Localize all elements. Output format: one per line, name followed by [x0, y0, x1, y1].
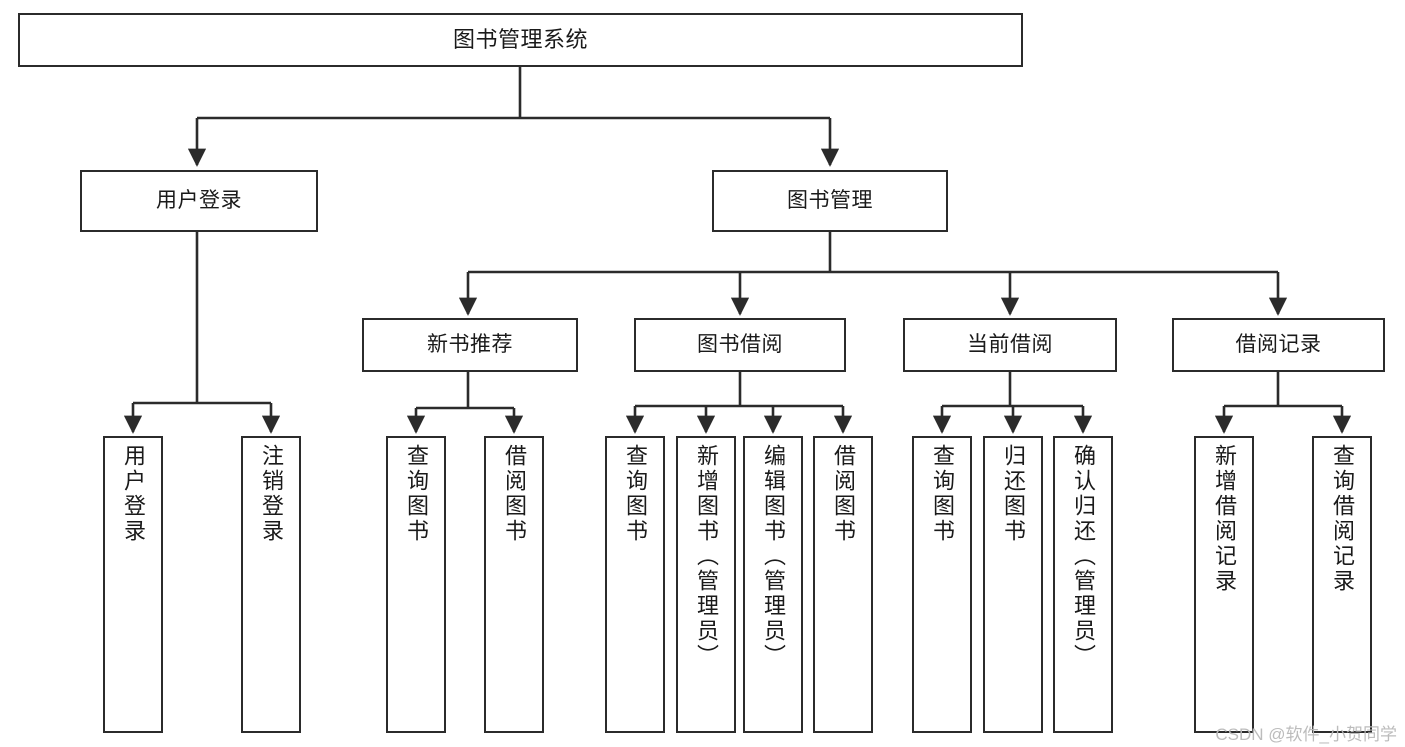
watermark: CSDN @软件_小贺同学: [1215, 725, 1397, 744]
leaf-borrow-book[interactable]: 借阅图书: [813, 436, 873, 733]
node-label: 查询借阅记录: [1330, 444, 1355, 594]
leaf-user-login[interactable]: 用户登录: [103, 436, 163, 733]
leaf-query-book-current[interactable]: 查询图书: [912, 436, 972, 733]
node-label: 用户登录: [156, 188, 242, 212]
node-label: 新增借阅记录: [1212, 444, 1237, 594]
node-label: 查询图书: [930, 444, 955, 544]
node-label: 新增图书（管理员）: [694, 444, 719, 669]
node-book-borrow[interactable]: 图书借阅: [634, 318, 846, 372]
node-label: 查询图书: [404, 444, 429, 544]
node-book-management[interactable]: 图书管理: [712, 170, 948, 232]
node-label: 查询图书: [623, 444, 648, 544]
node-current-borrow[interactable]: 当前借阅: [903, 318, 1117, 372]
node-label: 用户登录: [121, 444, 146, 544]
leaf-return-book[interactable]: 归还图书: [983, 436, 1043, 733]
node-borrow-record[interactable]: 借阅记录: [1172, 318, 1385, 372]
node-label: 确认归还（管理员）: [1071, 444, 1096, 669]
leaf-add-book-admin[interactable]: 新增图书（管理员）: [676, 436, 736, 733]
leaf-query-borrow-record[interactable]: 查询借阅记录: [1312, 436, 1372, 733]
node-new-book-recommend[interactable]: 新书推荐: [362, 318, 578, 372]
node-user-login[interactable]: 用户登录: [80, 170, 318, 232]
node-label: 归还图书: [1001, 444, 1026, 544]
node-label: 图书管理: [787, 188, 873, 212]
node-label: 编辑图书（管理员）: [761, 444, 786, 669]
leaf-confirm-return-admin[interactable]: 确认归还（管理员）: [1053, 436, 1113, 733]
node-label: 新书推荐: [427, 332, 513, 356]
node-label: 当前借阅: [967, 332, 1053, 356]
node-root-system[interactable]: 图书管理系统: [18, 13, 1023, 67]
node-label: 借阅图书: [502, 444, 527, 544]
node-label: 注销登录: [259, 444, 284, 544]
node-label: 图书管理系统: [452, 27, 588, 53]
node-label: 图书借阅: [697, 332, 783, 356]
node-label: 借阅图书: [831, 444, 856, 544]
leaf-add-borrow-record[interactable]: 新增借阅记录: [1194, 436, 1254, 733]
leaf-borrow-book-recommend[interactable]: 借阅图书: [484, 436, 544, 733]
leaf-logout[interactable]: 注销登录: [241, 436, 301, 733]
leaf-query-book-recommend[interactable]: 查询图书: [386, 436, 446, 733]
node-label: 借阅记录: [1235, 332, 1322, 356]
leaf-edit-book-admin[interactable]: 编辑图书（管理员）: [743, 436, 803, 733]
leaf-query-book-borrow[interactable]: 查询图书: [605, 436, 665, 733]
